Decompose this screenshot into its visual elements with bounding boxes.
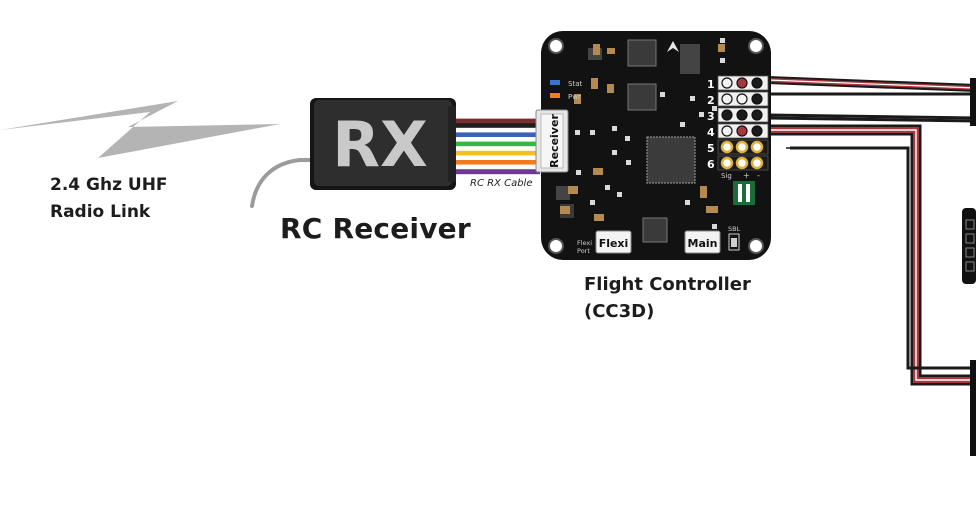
rx-badge: RX [332, 108, 428, 181]
ribbon-wire [452, 137, 540, 142]
flexi-caption-1: Flexi [577, 239, 592, 247]
servo-wires [767, 76, 976, 456]
pin-socket [751, 77, 763, 89]
pin-number: 1 [707, 78, 715, 91]
ribbon-wire [452, 141, 540, 147]
lightning-bolt-icon [0, 101, 280, 158]
pin-socket [720, 140, 734, 154]
pin-socket [751, 109, 763, 121]
ribbon-wire [452, 114, 540, 119]
flight-controller-title: Flight Controller (CC3D) [584, 271, 751, 325]
ribbon-wire [452, 169, 540, 175]
receiver-port-label: Receiver [548, 114, 561, 168]
pin-socket [751, 93, 763, 105]
pin-socket [721, 93, 733, 105]
cable-label: RC RX Cable [470, 178, 532, 189]
flight-controller-title-line-1: Flight Controller [584, 274, 751, 295]
pin-socket [721, 125, 733, 137]
pin-number: 5 [707, 142, 715, 155]
main-port-label: Main [688, 237, 718, 250]
pin-socket [736, 93, 748, 105]
ribbon-cable [452, 114, 540, 175]
flexi-port-label: Flexi [599, 237, 629, 250]
arrow-up-icon [667, 41, 679, 52]
pin-number: 3 [707, 110, 715, 123]
pin-socket [720, 156, 734, 170]
pin-socket [721, 77, 733, 89]
flight-controller-board: Stat Pwr Receiver 1 2 3 4 5 6 Sig + - Flexi F… [535, 31, 771, 260]
ribbon-wire [452, 150, 540, 156]
pin-number: 4 [707, 126, 715, 139]
ribbon-wire [452, 155, 540, 161]
minus-label: - [757, 171, 760, 180]
pin-number: 2 [707, 94, 715, 107]
plus-label: + [743, 171, 750, 180]
ribbon-wire [452, 160, 540, 165]
pwr-led-label: Pwr [568, 93, 581, 101]
flight-controller-title-line-2: (CC3D) [584, 301, 655, 322]
ribbon-wire [452, 123, 540, 129]
pin-socket [750, 156, 764, 170]
antenna-wire-icon [250, 158, 318, 208]
rx-module: RX [310, 98, 456, 190]
pin-socket [735, 140, 749, 154]
pin-socket [736, 109, 748, 121]
rc-receiver-title: RC Receiver [280, 212, 471, 245]
radio-link-label: 2.4 Ghz UHF Radio Link [50, 172, 168, 226]
ribbon-wire [452, 118, 540, 124]
pin-socket [750, 140, 764, 154]
pin-socket [735, 156, 749, 170]
ribbon-wire [452, 132, 540, 138]
ribbon-wire [452, 127, 540, 133]
pin-socket [736, 125, 748, 137]
sbl-caption: SBL [728, 225, 741, 233]
ribbon-wire [452, 164, 540, 170]
pin-socket [751, 125, 763, 137]
radio-link-line-1: 2.4 Ghz UHF [50, 175, 168, 195]
radio-link-line-2: Radio Link [50, 202, 151, 222]
pin-socket [736, 77, 748, 89]
stat-led-label: Stat [568, 80, 582, 88]
pin-socket [721, 109, 733, 121]
sig-label: Sig [721, 172, 732, 180]
flexi-caption-2: Port [577, 247, 590, 255]
ribbon-wire [452, 146, 540, 152]
pin-number: 6 [707, 158, 715, 171]
